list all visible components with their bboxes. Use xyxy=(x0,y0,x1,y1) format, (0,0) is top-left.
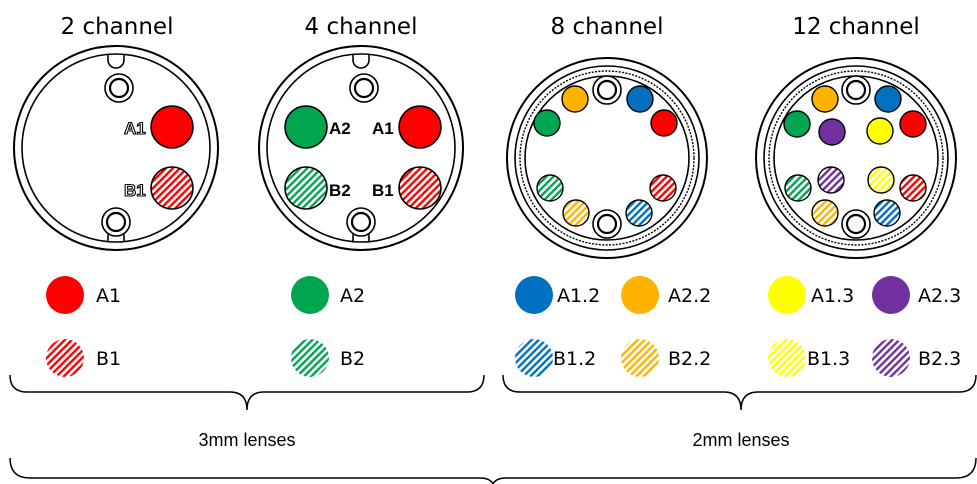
legend-swatch xyxy=(768,276,806,314)
title-8-channel: 8 channel xyxy=(551,14,664,40)
brace-bottom-right xyxy=(492,457,977,484)
pin-label-b2: B2 xyxy=(329,181,351,200)
note-3mm-lenses: 3mm lenses xyxy=(198,430,295,450)
legend-label-a2: A2 xyxy=(340,285,365,307)
brace-2mm xyxy=(502,374,977,411)
channel-dot xyxy=(533,109,561,137)
channel-dot xyxy=(784,174,812,202)
brace-3mm xyxy=(9,374,485,411)
channel-dot xyxy=(284,166,328,210)
channel-dot xyxy=(561,85,589,113)
channel-dot xyxy=(899,174,927,202)
pin-label-a1: A1 xyxy=(372,119,394,138)
legend-label-a13: A1.3 xyxy=(811,285,854,307)
legend-swatch xyxy=(291,339,329,377)
legend-label-a22: A2.2 xyxy=(668,285,711,307)
legend-label-a12: A1.2 xyxy=(557,285,600,307)
channel-dot xyxy=(783,110,811,138)
brace-bottom-left xyxy=(9,457,494,484)
connector-4-channel: A2 A1 B2 B1 xyxy=(258,45,464,251)
pin-label-a1: A1 xyxy=(124,119,146,138)
legend-label-b2: B2 xyxy=(340,348,365,370)
legend-swatch xyxy=(768,339,806,377)
title-2-channel: 2 channel xyxy=(61,14,174,40)
legend-label-b23: B2.3 xyxy=(918,348,961,370)
legend-swatch xyxy=(872,339,910,377)
legend-swatch xyxy=(621,339,659,377)
title-12-channel: 12 channel xyxy=(792,14,920,40)
pin-label-b1: B1 xyxy=(372,181,394,200)
channel-dot xyxy=(562,199,590,227)
legend: A1 B1 A2 B2 A1.2 A2.2 B1.2 B2.2 A1.3 A2.… xyxy=(46,276,961,377)
channel-dot xyxy=(625,199,653,227)
channel-dot xyxy=(398,166,442,210)
legend-swatch xyxy=(46,276,84,314)
legend-label-a1: A1 xyxy=(96,285,121,307)
connector-12-channel xyxy=(755,57,957,259)
legend-label-b13: B1.3 xyxy=(807,348,850,370)
channel-dot xyxy=(284,105,328,149)
channel-dot xyxy=(867,166,895,194)
channel-dot xyxy=(818,118,846,146)
legend-swatch xyxy=(46,339,84,377)
channel-dot xyxy=(536,174,564,202)
pin-label-a2: A2 xyxy=(329,119,351,138)
connector-8-channel xyxy=(506,57,708,259)
legend-swatch xyxy=(291,276,329,314)
legend-swatch xyxy=(515,276,553,314)
channel-dot xyxy=(150,105,194,149)
channel-dot xyxy=(873,199,901,227)
title-4-channel: 4 channel xyxy=(305,14,418,40)
connector-2-channel: A1 B1 xyxy=(13,45,219,251)
channel-dot xyxy=(650,109,678,137)
legend-label-b1: B1 xyxy=(96,348,121,370)
pin-label-b1: B1 xyxy=(124,181,146,200)
channel-dot xyxy=(899,110,927,138)
channel-dot xyxy=(150,166,194,210)
channel-dot xyxy=(626,85,654,113)
legend-swatch xyxy=(872,276,910,314)
legend-swatch xyxy=(515,339,553,377)
channel-dot xyxy=(817,166,845,194)
legend-label-a23: A2.3 xyxy=(918,285,961,307)
channel-dot xyxy=(398,105,442,149)
channel-dot xyxy=(811,85,839,113)
note-2mm-lenses: 2mm lenses xyxy=(692,430,789,450)
channel-dot xyxy=(649,174,677,202)
legend-label-b12: B1.2 xyxy=(553,348,596,370)
legend-swatch xyxy=(621,276,659,314)
channel-dot xyxy=(866,117,894,145)
channel-dot xyxy=(874,85,902,113)
channel-dot xyxy=(811,199,839,227)
legend-label-b22: B2.2 xyxy=(668,348,711,370)
